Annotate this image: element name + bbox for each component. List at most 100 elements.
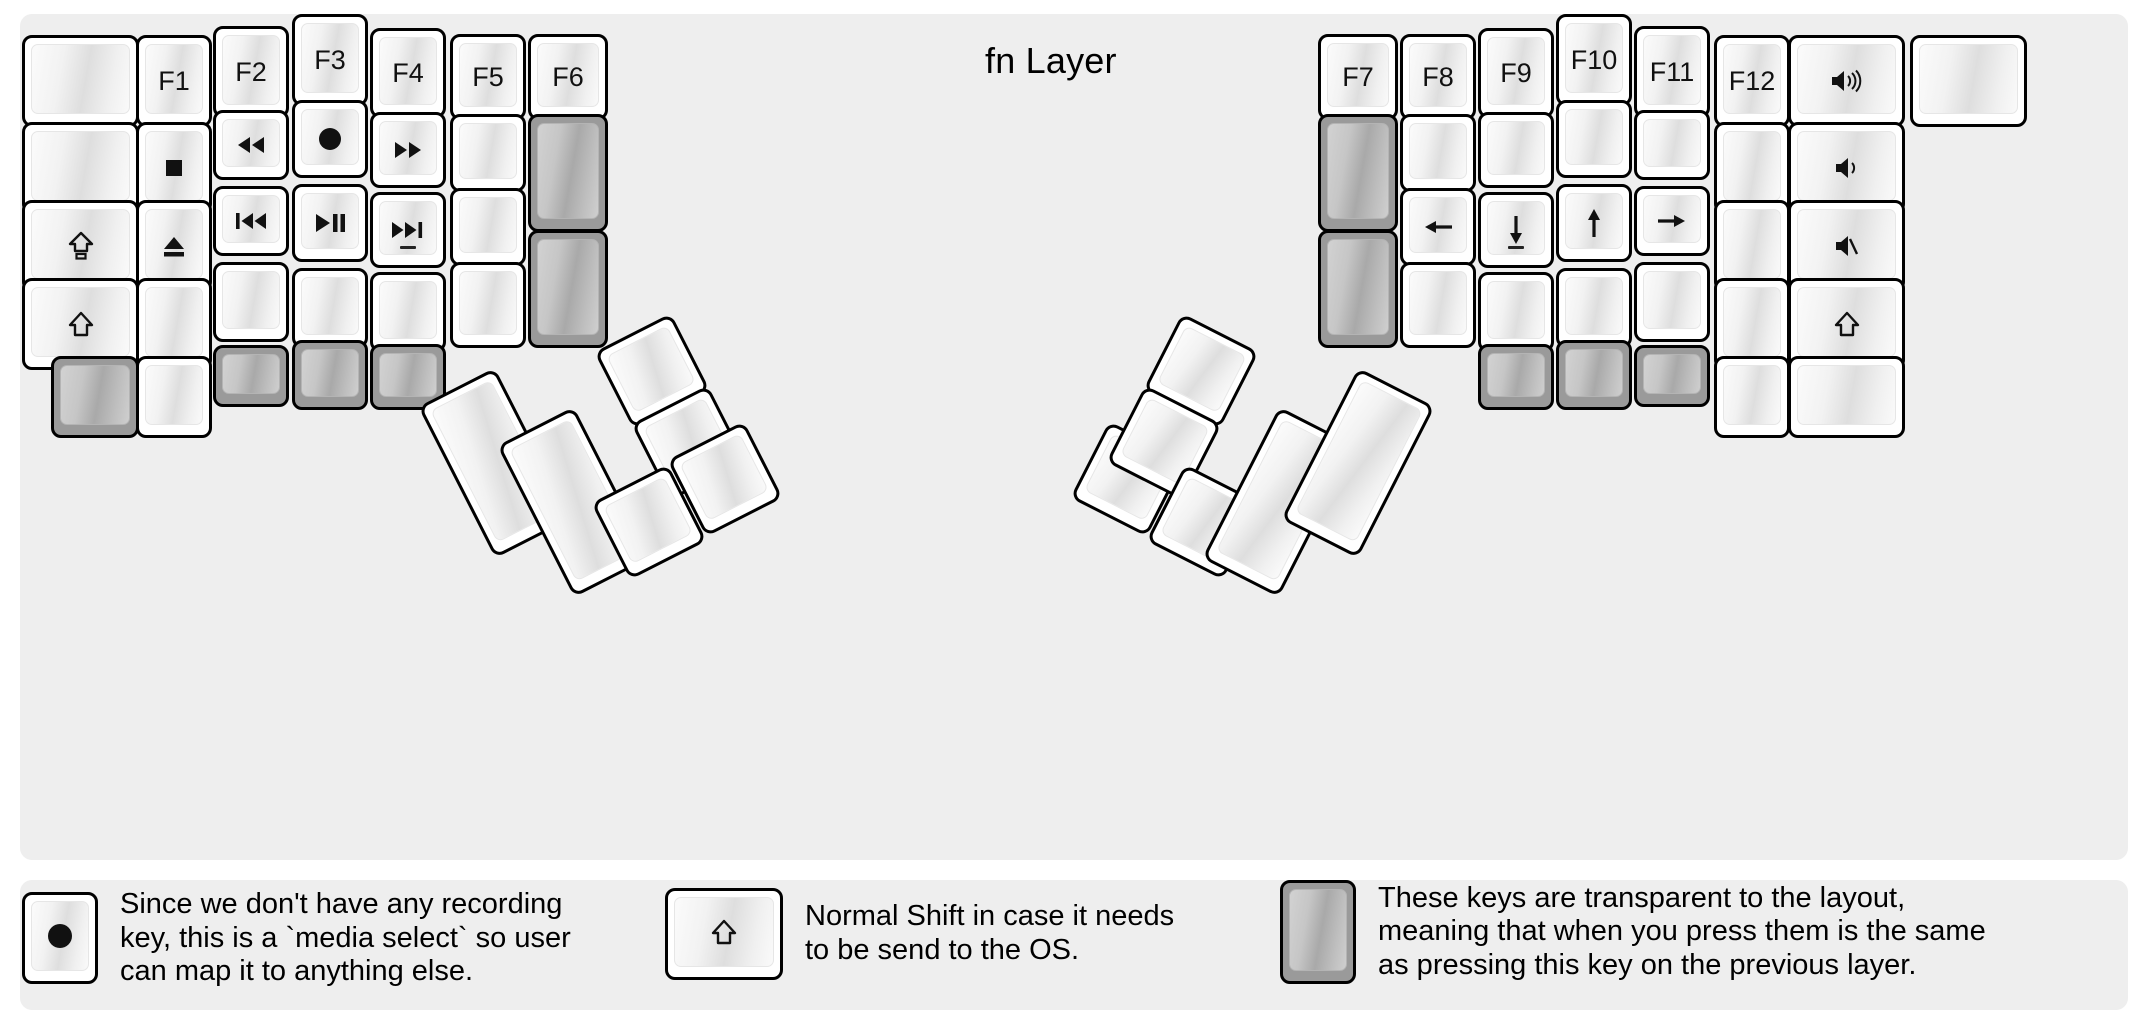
homing-nub-icon — [1508, 246, 1524, 249]
keycap-face — [145, 365, 203, 425]
key-f2[interactable]: F2 — [213, 26, 289, 118]
key-right-outer-far-r1[interactable] — [1910, 35, 2027, 127]
key-arrow-right[interactable] — [1634, 186, 1710, 256]
key-caps-lock[interactable] — [22, 200, 139, 292]
key-f8[interactable]: F8 — [1400, 34, 1476, 120]
key-left-outer-r1[interactable] — [22, 35, 139, 127]
key-f6[interactable]: F6 — [528, 34, 608, 120]
keycap-face — [459, 197, 517, 253]
keycap-face — [379, 37, 437, 105]
key-right-c11-r4[interactable] — [1634, 262, 1710, 342]
key-f5[interactable]: F5 — [450, 34, 526, 120]
keycap-face — [1797, 209, 1896, 279]
key-left-c5-r2[interactable] — [450, 114, 526, 192]
keycap-face — [1409, 271, 1467, 335]
keycap-face — [537, 123, 599, 219]
key-arrow-down[interactable] — [1478, 192, 1554, 268]
key-f10[interactable]: F10 — [1556, 14, 1632, 106]
key-left-c4-r4[interactable] — [370, 272, 446, 352]
key-left-c4-transparent[interactable] — [370, 344, 446, 410]
legend-key-record[interactable] — [22, 892, 98, 985]
keycap-face — [31, 44, 130, 114]
keycap-face — [379, 353, 437, 397]
key-f1[interactable]: F1 — [136, 35, 212, 127]
keycap-face — [222, 271, 280, 329]
media-record-icon — [46, 922, 74, 950]
legend-key-transparent[interactable] — [1280, 880, 1356, 984]
keycap-face — [1487, 281, 1545, 339]
keycap-face — [1723, 44, 1781, 114]
key-volume-mute[interactable] — [1788, 200, 1905, 292]
key-media-next-track[interactable] — [370, 192, 446, 268]
key-left-c6-transparent-1[interactable] — [528, 114, 608, 232]
keycap-face — [1797, 44, 1896, 114]
key-f4[interactable]: F4 — [370, 28, 446, 118]
key-arrow-left[interactable] — [1400, 188, 1476, 266]
key-right-c9-r2[interactable] — [1478, 112, 1554, 188]
key-right-c8-r2[interactable] — [1400, 114, 1476, 192]
key-left-c5-r4[interactable] — [450, 262, 526, 348]
key-right-c10-transparent[interactable] — [1556, 340, 1632, 410]
key-left-c1-r5[interactable] — [136, 356, 212, 438]
keycap-face — [145, 287, 203, 357]
key-left-c2-r4[interactable] — [213, 262, 289, 342]
keycap-face — [1487, 121, 1545, 175]
legend-key-shift[interactable] — [665, 888, 783, 980]
key-arrow-up[interactable] — [1556, 184, 1632, 262]
keycap-face — [301, 277, 359, 335]
key-right-c11-r2[interactable] — [1634, 110, 1710, 180]
key-left-c6-transparent-2[interactable] — [528, 230, 608, 348]
key-f9[interactable]: F9 — [1478, 28, 1554, 118]
key-right-outer-r5[interactable] — [1788, 356, 1905, 438]
key-media-rewind[interactable] — [213, 110, 289, 180]
key-right-c7-transparent-2[interactable] — [1318, 230, 1398, 348]
key-right-c12-r4[interactable] — [1714, 278, 1790, 370]
key-right-c7-transparent-1[interactable] — [1318, 114, 1398, 232]
page-title: fn Layer — [985, 40, 1117, 81]
key-right-c9-transparent[interactable] — [1478, 344, 1554, 410]
key-media-select-record[interactable] — [292, 100, 368, 178]
key-f7[interactable]: F7 — [1318, 34, 1398, 120]
keycap-face — [1643, 354, 1701, 394]
keycap-face — [1327, 43, 1389, 107]
keycap-face — [1797, 365, 1896, 425]
key-left-c5-r3[interactable] — [450, 188, 526, 266]
key-volume-up[interactable] — [1788, 35, 1905, 127]
keycap-face — [1327, 239, 1389, 335]
keycap-face — [145, 44, 203, 114]
legend-text-shift: Normal Shift in case it needs to be send… — [805, 900, 1175, 966]
key-right-c10-r2[interactable] — [1556, 100, 1632, 178]
keycap-face — [1723, 209, 1781, 279]
keycap-face — [60, 365, 130, 425]
key-media-prev-track[interactable] — [213, 186, 289, 256]
keycap-face — [301, 23, 359, 93]
key-left-c3-r4[interactable] — [292, 268, 368, 348]
keycap-face — [1565, 23, 1623, 93]
keycap-face — [1919, 44, 2018, 114]
key-right-c11-transparent[interactable] — [1634, 345, 1710, 407]
keycap-face — [1723, 365, 1781, 425]
keycap-face — [1565, 109, 1623, 165]
key-right-c12-r5[interactable] — [1714, 356, 1790, 438]
key-right-c10-r4[interactable] — [1556, 268, 1632, 348]
keycap-face — [1409, 197, 1467, 253]
legend-text-transparent: These keys are transparent to the layout… — [1378, 881, 1986, 981]
keycap-face — [459, 123, 517, 179]
keycap-face — [1327, 123, 1389, 219]
key-f3[interactable]: F3 — [292, 14, 368, 106]
key-left-c1-r4[interactable] — [136, 278, 212, 370]
key-left-c2-transparent[interactable] — [213, 345, 289, 407]
key-media-play-pause[interactable] — [292, 184, 368, 262]
keycap-face — [1487, 353, 1545, 397]
key-right-c8-r4[interactable] — [1400, 262, 1476, 348]
legend-item-transparent: These keys are transparent to the layout… — [1280, 880, 1986, 984]
key-media-fast-forward[interactable] — [370, 112, 446, 188]
keycap-face — [301, 193, 359, 249]
key-right-c9-r4[interactable] — [1478, 272, 1554, 352]
key-f12[interactable]: F12 — [1714, 35, 1790, 127]
key-left-c3-transparent[interactable] — [292, 340, 368, 410]
keycap-face — [222, 35, 280, 105]
keycap-face — [537, 239, 599, 335]
key-left-outer-thumb-transparent[interactable] — [51, 356, 139, 438]
key-f11[interactable]: F11 — [1634, 26, 1710, 118]
